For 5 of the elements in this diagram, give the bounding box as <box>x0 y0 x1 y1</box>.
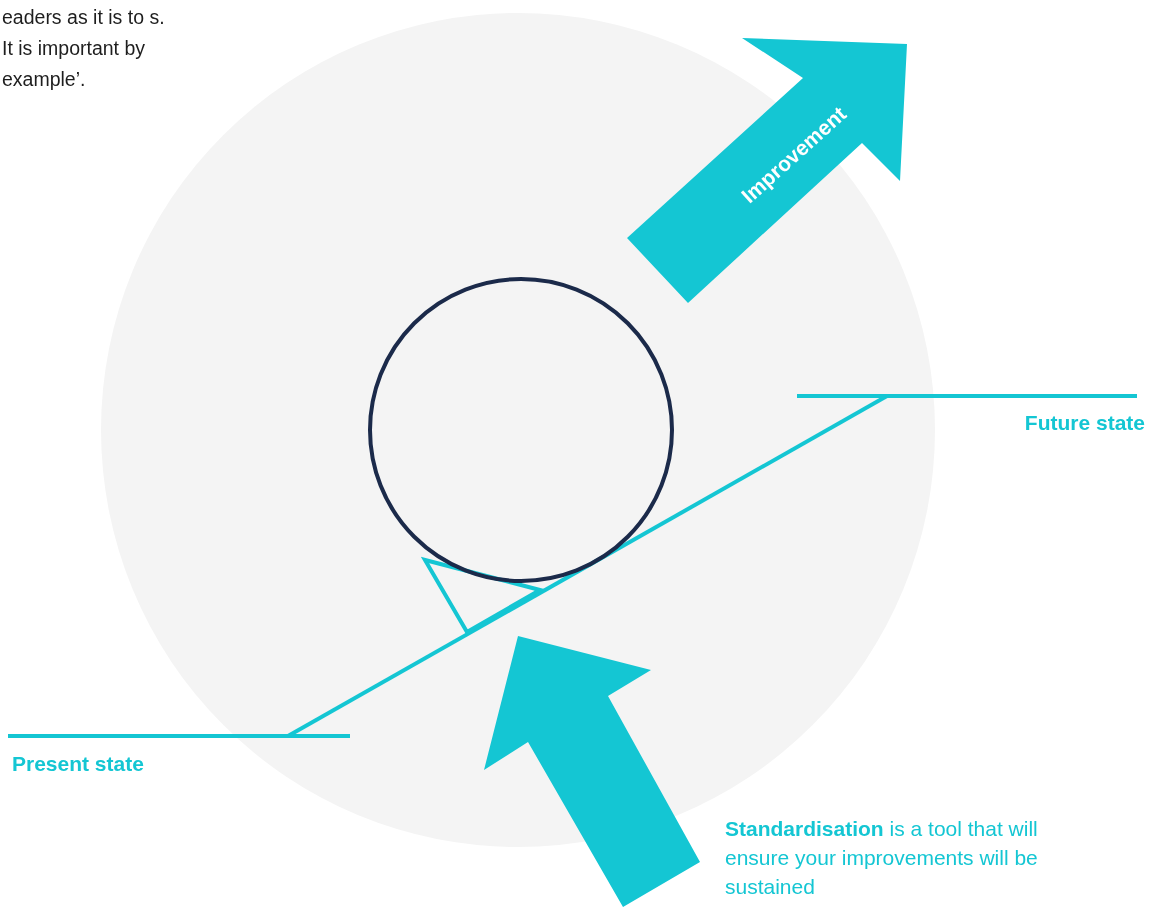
note-paragraph: Standardisation is a tool that will ensure your improvements will be sustained <box>725 816 1039 900</box>
ball-circle <box>368 277 674 583</box>
intro-paragraph: eaders as it is to s. It is important by example’. <box>2 5 166 92</box>
state-label: Future state <box>1024 411 1145 435</box>
state-label: Present state <box>12 752 144 776</box>
